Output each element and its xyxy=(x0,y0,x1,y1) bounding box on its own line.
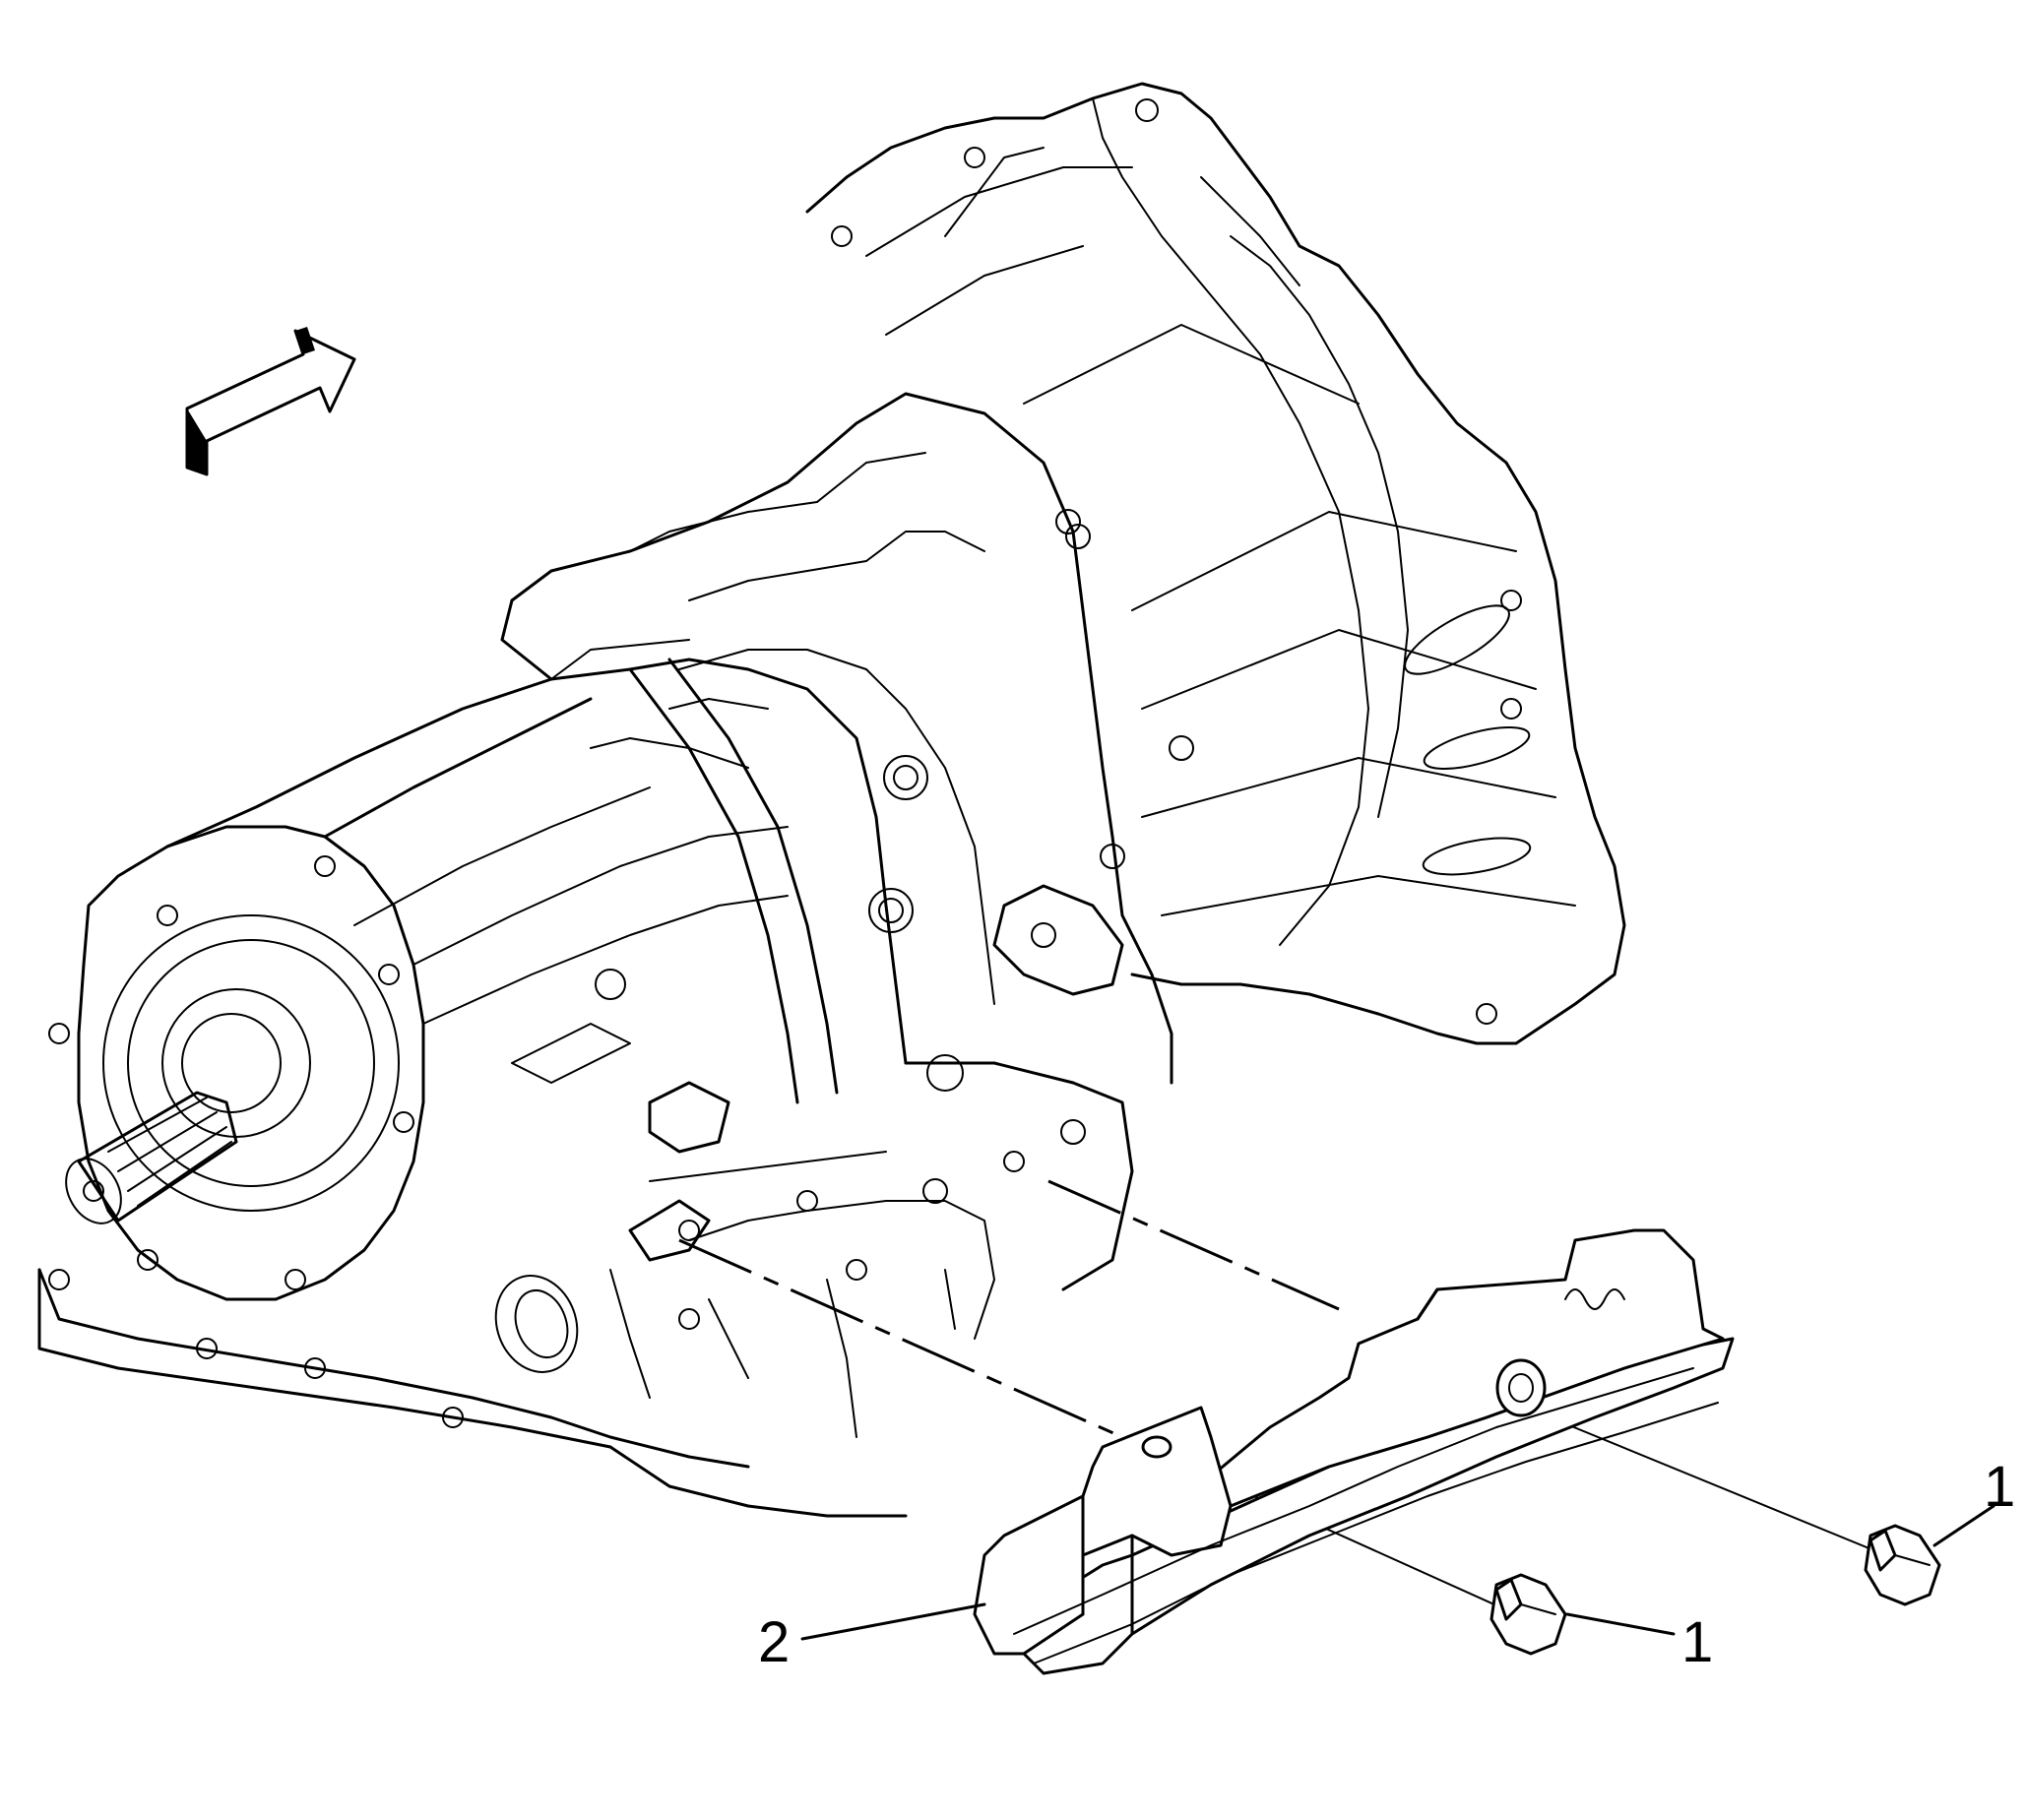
callout-label-shield: 2 xyxy=(758,1610,790,1674)
front-direction-arrow-icon xyxy=(185,327,356,476)
callout-label-bolt-right: 1 xyxy=(1984,1455,2015,1519)
alignment-lines xyxy=(678,1179,1911,1615)
transmission-assembly xyxy=(37,82,1626,1518)
callout-leaders xyxy=(800,1504,1996,1641)
bolt-lower xyxy=(1489,1573,1567,1656)
bolt-right xyxy=(1864,1524,1941,1606)
callout-label-bolt-lower: 1 xyxy=(1681,1610,1713,1674)
transmission-shield xyxy=(973,1228,1735,1675)
